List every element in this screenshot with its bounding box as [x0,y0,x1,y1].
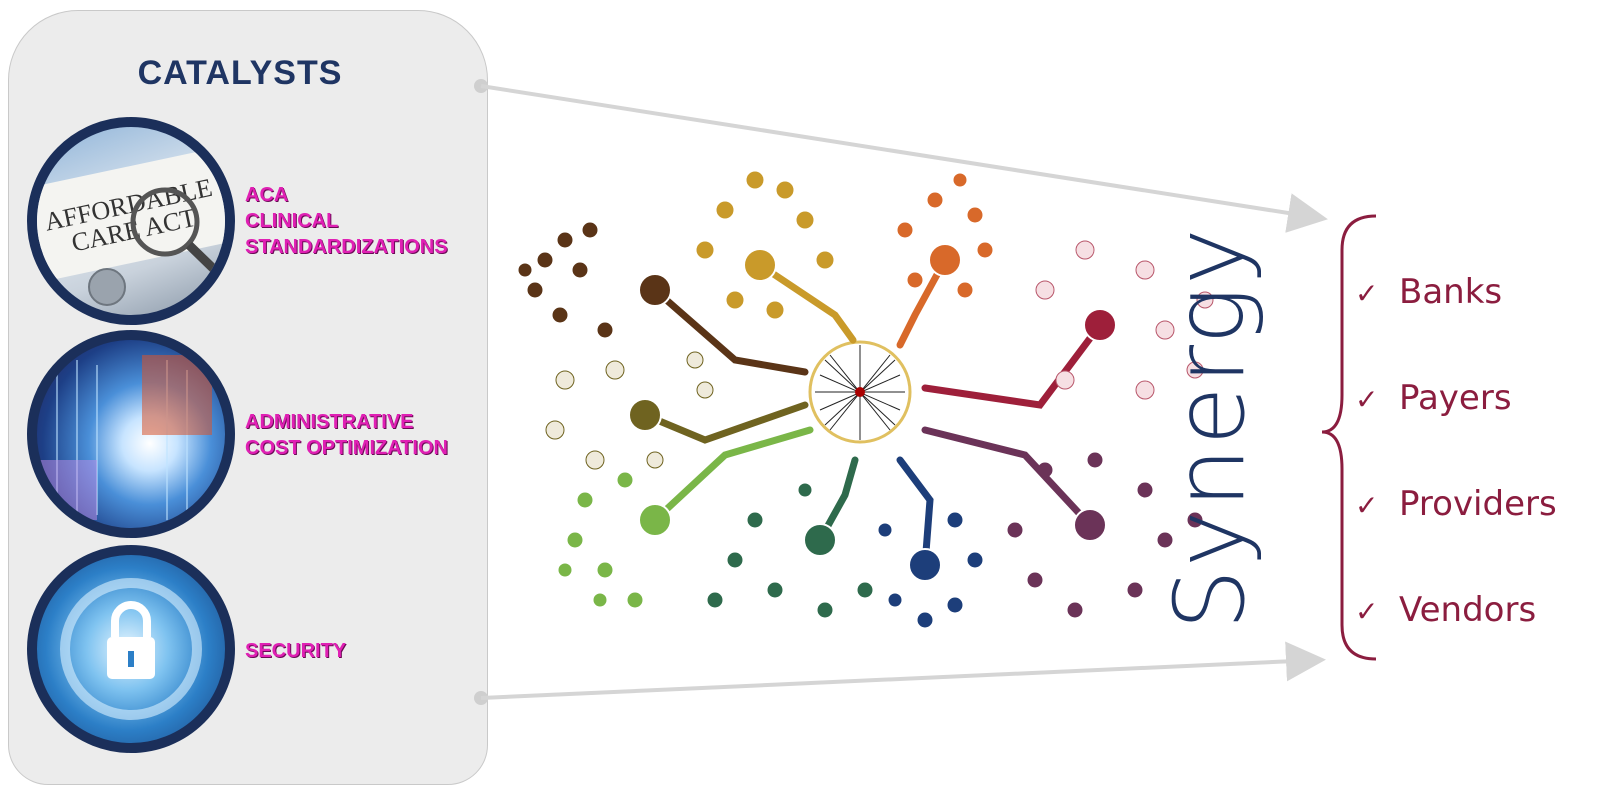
synergy-brace [1321,214,1377,661]
synergy-item-banks: ✓ Banks [1355,272,1502,322]
check-icon: ✓ [1355,489,1379,522]
marketing-network-diagram [518,171,1214,628]
mobile-branch [651,426,814,524]
upper-connector-arrow [480,84,1328,233]
catalyst-admin-label: ADMINISTRATIVE COST OPTIMIZATION [245,409,448,461]
out-of-home-branch [641,401,809,444]
synergy-item-vendors: ✓ Vendors [1355,590,1536,640]
catalyst-admin-line1: ADMINISTRATIVE [245,411,414,433]
print-branch [651,286,809,376]
direct-marketing-branch [896,456,934,569]
aca-image-circle: AFFORDABLE CARE ACT [27,117,235,325]
check-icon: ✓ [1355,383,1379,416]
synergy-item-providers: ✓ Providers [1355,484,1557,534]
synergy-title: Synergy [1154,226,1266,630]
synergy-item-label: Vendors [1399,590,1537,630]
network-branches [641,256,1104,569]
synergy-item-label: Banks [1399,272,1503,312]
experiential-branch [756,261,857,344]
catalyst-admin-line2: COST OPTIMIZATION [245,437,448,459]
catalyst-aca-line1: ACA [245,184,289,206]
admin-image-circle [27,330,235,538]
catalysts-title: CATALYSTS [137,54,343,92]
agency-branch [896,256,949,349]
online-branch [921,426,1094,529]
synergy-item-label: Providers [1399,484,1557,524]
check-icon: ✓ [1355,277,1379,310]
synergy-item-label: Payers [1399,378,1512,418]
public-relations-branch [921,321,1104,409]
network-hubs [628,243,1117,582]
network-core [808,340,912,444]
security-image-circle [27,545,235,753]
catalyst-security-line1: SECURITY [245,640,347,662]
padlock-icon [60,578,202,720]
check-icon: ✓ [1355,595,1379,628]
synergy-item-payers: ✓ Payers [1355,378,1512,428]
catalyst-aca-line3: STANDARDIZATIONS [245,236,448,258]
catalyst-aca-line2: CLINICAL [245,210,339,232]
catalyst-security-label: SECURITY [245,638,346,664]
catalyst-aca-label: ACA CLINICAL STANDARDIZATIONS [245,182,448,260]
document-magnifier-icon: AFFORDABLE CARE ACT [37,143,225,306]
lower-connector-arrow [480,641,1326,700]
place-based-branch [816,456,859,544]
network-leaves [518,171,1214,628]
